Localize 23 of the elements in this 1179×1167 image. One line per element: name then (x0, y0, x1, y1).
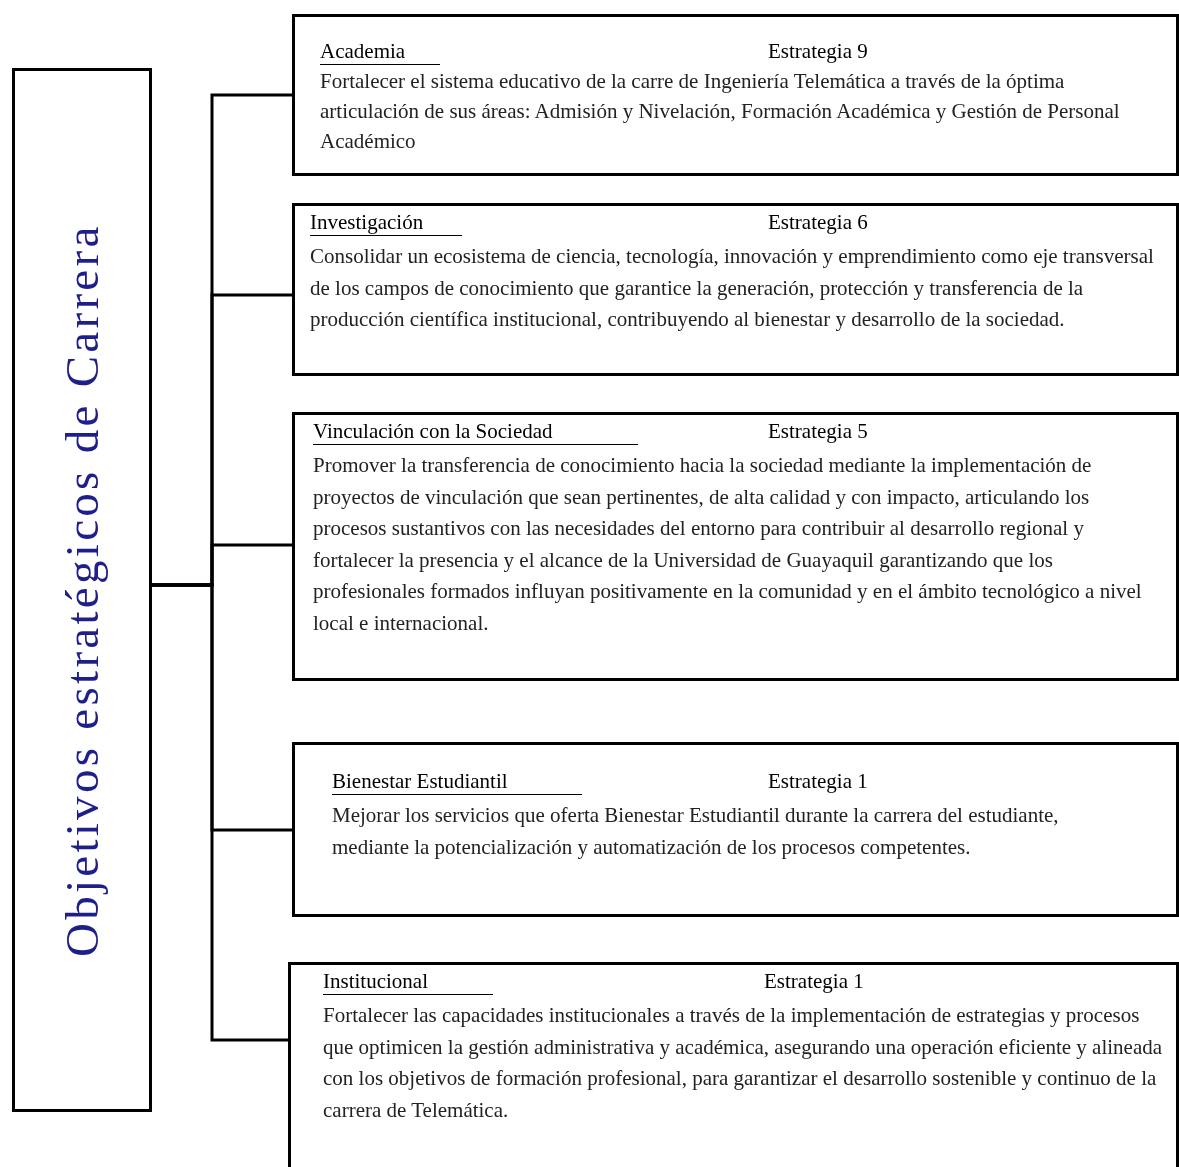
objective-text: Mejorar los servicios que oferta Bienestar Estudiantil durante la carrera del estudiante, mediante la potencialización y automatización de los procesos competentes. (332, 802, 1060, 861)
objective-box (292, 203, 1179, 376)
objective-box (292, 742, 1179, 917)
area-heading: Academia (320, 39, 440, 65)
area-heading: Bienestar Estudiantil (332, 769, 582, 795)
objective-box (292, 14, 1179, 176)
area-heading: Institucional (323, 969, 493, 995)
strategy-label: Estrategia 5 (768, 419, 868, 444)
vertical-title: Objetivos estratégicos de Carrera (54, 223, 109, 957)
strategy-label: Estrategia 6 (768, 210, 868, 235)
strategy-label: Estrategia 9 (768, 39, 868, 64)
objective-text: Promover la transferencia de conocimiento hacia la sociedad mediante la implementación de proyectos de vinculación que sean pertinentes, de alta calidad y con impacto, articulando los procesos sustantivos con las necesidades del entorno para contribuir al desarrollo regional y fortalecer la presencia y el alcance de la Universidad de Guayaquil garantizando que los profesionales formados influyan positivamente en la comunidad y en el ámbito tecnológico a nivel local e internacional. (313, 452, 1143, 637)
objective-box (288, 962, 1179, 1167)
strategy-label: Estrategia 1 (764, 969, 864, 994)
connector-line (152, 583, 288, 1042)
title-box (12, 68, 152, 1112)
objective-text: Fortalecer las capacidades institucionales a través de la implementación de estrategias y procesos que optimicen la gestión administrativa y académica, asegurando una operación eficiente y alineada con los objetivos de formación profesional, para garantizar el desarrollo sostenible y continuo de la carrera de Telemática. (323, 1002, 1163, 1124)
strategy-label: Estrategia 1 (768, 769, 868, 794)
objective-text: Fortalecer el sistema educativo de la carre de Ingeniería Telemática a través de la óptima articulación de sus áreas: Admisión y Nivelación, Formación Académica y Gestión de Personal Académico (320, 68, 1121, 155)
objective-box (292, 412, 1179, 681)
area-heading: Vinculación con la Sociedad (313, 419, 638, 445)
objective-text: Consolidar un ecosistema de ciencia, tecnología, innovación y emprendimiento como eje transversal de los campos de conocimiento que garantice la generación, protección y transferencia de la producción científica institucional, contribuyendo al bienestar y desarrollo de la sociedad. (310, 243, 1155, 333)
area-heading: Investigación (310, 210, 462, 236)
